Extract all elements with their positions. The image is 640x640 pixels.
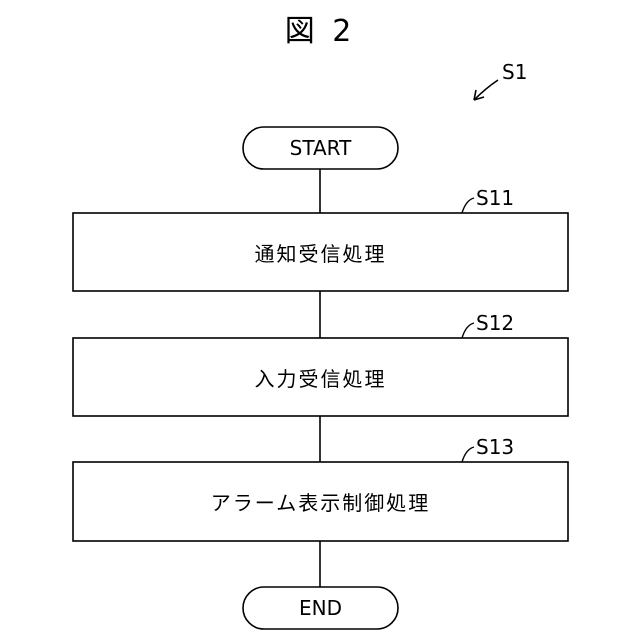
step-ref-s12: S12 [476, 313, 514, 333]
step-label-s11: 通知受信処理 [73, 213, 568, 291]
ref-leader-s12 [462, 323, 474, 338]
figure-ref-arrow [474, 80, 498, 100]
step-label-s13: アラーム表示制御処理 [73, 462, 568, 541]
start-label: START [243, 127, 398, 169]
step-label-s12: 入力受信処理 [73, 338, 568, 416]
step-ref-s13: S13 [476, 437, 514, 457]
figure-ref-label: S1 [502, 62, 527, 82]
ref-leader-s11 [462, 198, 474, 213]
step-ref-s11: S11 [476, 188, 514, 208]
ref-leader-s13 [462, 447, 474, 462]
end-label: END [243, 587, 398, 629]
